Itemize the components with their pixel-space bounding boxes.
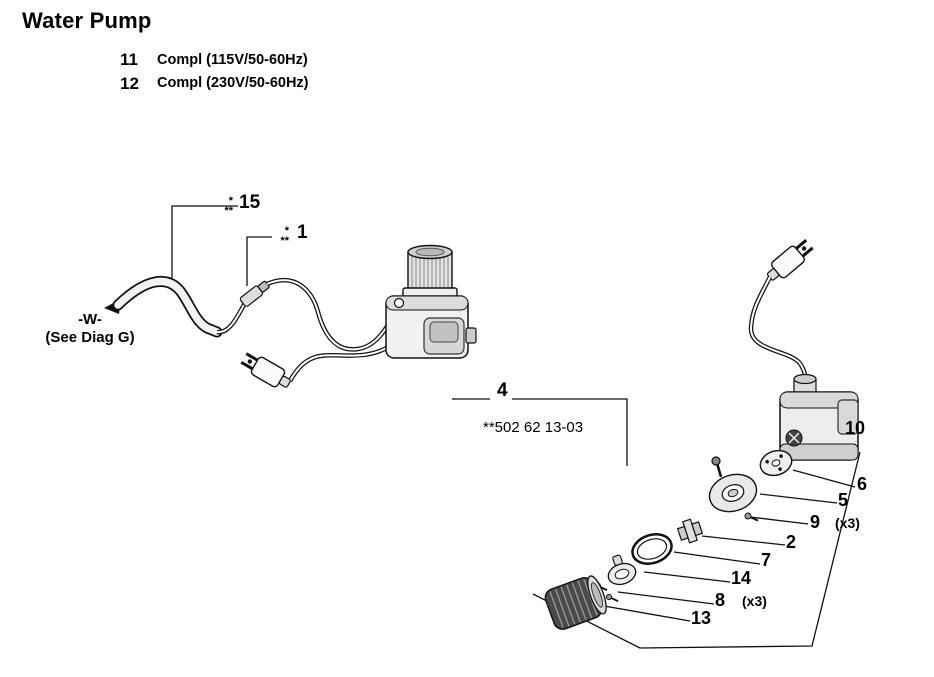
callout-9-qty: (x3) bbox=[835, 515, 860, 531]
callout-15: 15 bbox=[239, 192, 261, 213]
callout-8: 8 bbox=[715, 590, 726, 610]
w-reference-code: -W- bbox=[78, 311, 102, 328]
w-reference: -W- (See Diag G) bbox=[28, 311, 152, 347]
plate-disc-art bbox=[759, 449, 793, 477]
callout-8-qty: (x3) bbox=[742, 593, 767, 609]
screw-art-9 bbox=[744, 512, 759, 522]
callout-1-stars: * ** bbox=[280, 225, 289, 247]
variant-11-label: Compl (115V/50-60Hz) bbox=[157, 52, 308, 68]
page-title: Water Pump bbox=[22, 8, 152, 33]
assembly-part-number: **502 62 13-03 bbox=[483, 419, 584, 436]
screw-art-8b bbox=[605, 593, 619, 603]
variant-12-label: Compl (230V/50-60Hz) bbox=[157, 75, 309, 91]
callout-14: 14 bbox=[731, 568, 752, 588]
variant-12-number: 12 bbox=[120, 74, 139, 93]
connector-art bbox=[239, 280, 270, 307]
callout-1: 1 bbox=[297, 222, 308, 243]
callout-4: 4 bbox=[497, 380, 508, 401]
fitting-art bbox=[676, 518, 704, 544]
cable-art bbox=[216, 301, 247, 335]
w-reference-note: (See Diag G) bbox=[45, 329, 135, 346]
callout-9: 9 bbox=[810, 512, 821, 532]
callout-15-stars: * ** bbox=[224, 195, 233, 217]
variant-11-number: 11 bbox=[120, 50, 138, 69]
volute-cover-art bbox=[708, 456, 758, 513]
power-plug-left bbox=[240, 352, 291, 388]
callout-13: 13 bbox=[691, 608, 712, 628]
hose-art bbox=[104, 275, 223, 338]
callout-10: 10 bbox=[845, 418, 866, 438]
power-plug-right bbox=[766, 239, 814, 281]
o-ring-art bbox=[631, 533, 673, 565]
callout-5: 5 bbox=[838, 490, 849, 510]
callout-2: 2 bbox=[786, 532, 797, 552]
pump-complete-art bbox=[385, 244, 477, 359]
callout-6: 6 bbox=[857, 474, 868, 494]
callout-7: 7 bbox=[761, 550, 772, 570]
flange-art bbox=[607, 554, 637, 586]
pump-housing-art bbox=[779, 373, 859, 461]
strainer-art bbox=[544, 575, 607, 630]
